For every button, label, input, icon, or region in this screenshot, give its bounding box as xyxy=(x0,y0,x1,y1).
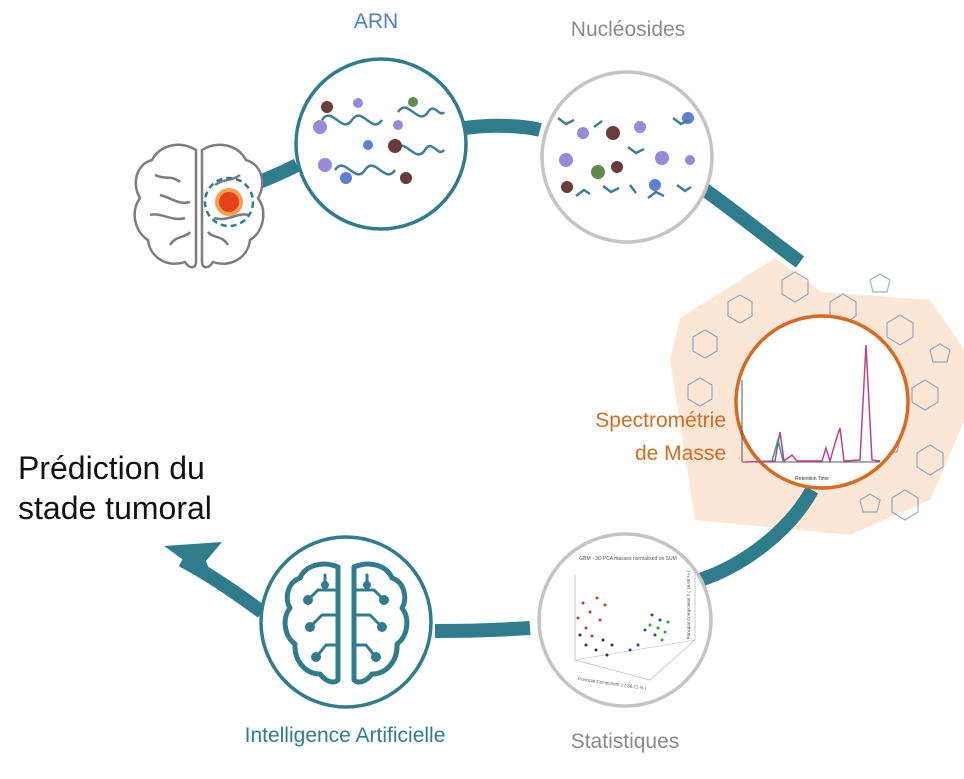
ai-brain-icon xyxy=(282,561,410,685)
chromatogram-xlabel: Retention Time xyxy=(795,476,829,482)
pca-points xyxy=(576,596,670,657)
prediction-title: Prédiction du stade tumoral xyxy=(18,448,212,528)
nucleosides-step xyxy=(540,70,714,244)
statistics-step: GBM - 3D PCA masses normalised on SUM Pr… xyxy=(537,532,713,708)
ai-step xyxy=(259,535,433,709)
ai-label: Intelligence Artificielle xyxy=(244,724,446,747)
mass-spectrometry-label-line1: Spectrométrie xyxy=(595,409,726,432)
nucleosides-icon xyxy=(557,112,695,199)
tumor-region xyxy=(203,176,255,228)
arrow-icon xyxy=(164,542,222,582)
mass-spectrometry-label-line2: de Masse xyxy=(634,442,726,465)
rna-step xyxy=(294,57,468,231)
prediction-title-line1: Prédiction du xyxy=(18,450,205,486)
rna-label: ARN xyxy=(353,10,399,33)
pca-title: GBM - 3D PCA masses normalised on SUM xyxy=(579,556,677,562)
statistics-circle xyxy=(537,532,713,708)
tumor-core xyxy=(215,188,243,216)
rna-circle xyxy=(294,57,468,231)
ai-brain-nodes xyxy=(303,581,389,662)
chromatogram-icon: Retention Time xyxy=(741,344,881,482)
rna-strands-icon xyxy=(320,106,446,176)
nucleosides-label: Nucléosides xyxy=(570,18,686,41)
pca-ylabel: Principal Component 2 ( 16.68 % ) xyxy=(686,570,691,639)
mass-spectrometry-label: Spectrométrie de Masse xyxy=(556,404,726,470)
brain-tumor-icon xyxy=(133,143,265,269)
mass-spectrometry-step: Retention Time xyxy=(734,314,910,490)
statistics-label: Statistiques xyxy=(570,730,680,753)
rna-nucleotides xyxy=(313,97,418,184)
nucleosides-circle xyxy=(540,70,714,244)
prediction-title-line2: stade tumoral xyxy=(18,490,212,526)
